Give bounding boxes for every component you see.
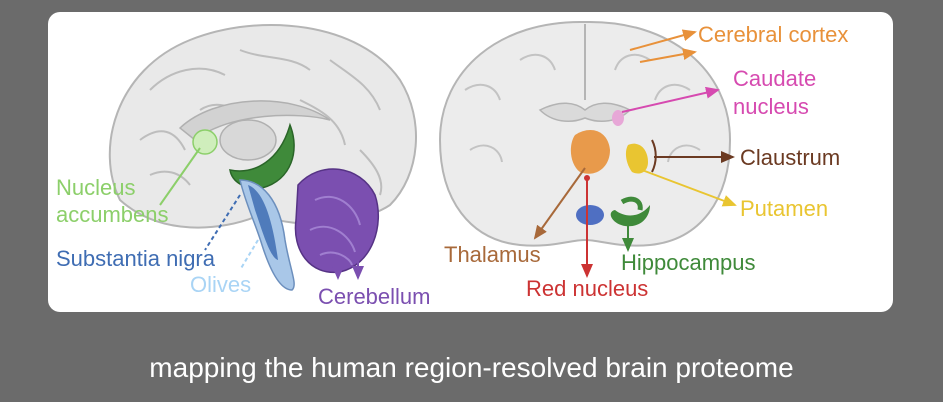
label-cerebellum: Cerebellum bbox=[318, 284, 431, 309]
label-cerebral-cortex: Cerebral cortex bbox=[698, 22, 848, 47]
label-olives: Olives bbox=[190, 272, 251, 297]
label-hippocampus: Hippocampus bbox=[621, 250, 756, 275]
label-nucleus-accumbens-line1: Nucleus bbox=[56, 175, 135, 200]
label-caudate-nucleus-line1: Caudate bbox=[733, 66, 816, 91]
sagittal-brain-illustration bbox=[108, 24, 417, 291]
label-connectors bbox=[159, 29, 737, 280]
figure-caption: mapping the human region-resolved brain … bbox=[149, 352, 794, 383]
label-nucleus-accumbens-line2: accumbens bbox=[56, 202, 169, 227]
label-substantia-nigra: Substantia nigra bbox=[56, 246, 216, 271]
label-putamen: Putamen bbox=[740, 196, 828, 221]
label-caudate-nucleus-line2: nucleus bbox=[733, 94, 809, 119]
label-red-nucleus: Red nucleus bbox=[526, 276, 648, 301]
label-claustrum: Claustrum bbox=[740, 145, 840, 170]
label-thalamus: Thalamus bbox=[444, 242, 541, 267]
thalamus-shape bbox=[570, 130, 610, 174]
coronal-brain-illustration bbox=[438, 20, 732, 247]
